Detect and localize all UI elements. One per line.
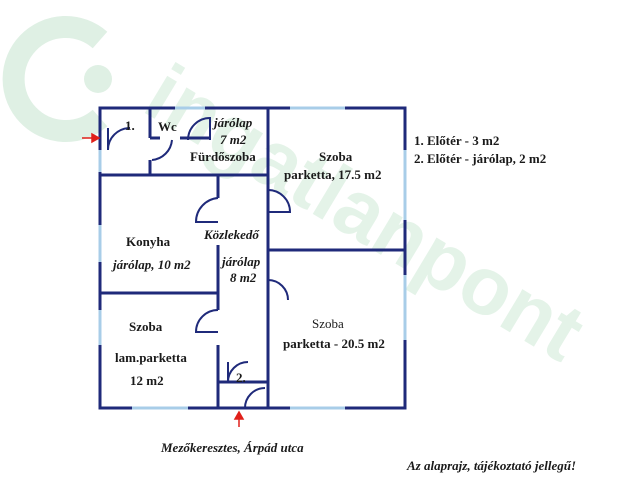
door-kitchen <box>194 197 219 223</box>
watermark-dot-icon <box>84 65 112 93</box>
legend-item-2: 2. Előtér - járólap, 2 m2 <box>414 151 547 166</box>
door-wc <box>151 139 173 161</box>
doors <box>107 116 292 409</box>
room-szoba3-area: 12 m2 <box>130 373 164 388</box>
room-furdo-area: 7 m2 <box>220 132 247 147</box>
door-room3 <box>194 309 219 333</box>
room-szoba3-floor: lam.parketta <box>115 350 187 365</box>
room-konyha-floor: járólap, 10 m2 <box>113 257 191 272</box>
room-szoba1-floor: parketta, 17.5 m2 <box>284 167 382 182</box>
room-eloter1-label: 1. <box>125 118 135 133</box>
inner-walls <box>100 108 405 408</box>
room-eloter2-label: 2. <box>236 370 246 385</box>
door-room1 <box>267 189 292 213</box>
room-kozl-floor2: 8 m2 <box>230 270 257 285</box>
door-bath <box>187 116 211 141</box>
room-szoba2-floor: parketta - 20.5 m2 <box>283 336 385 351</box>
room-konyha-name: Konyha <box>126 234 171 249</box>
windows <box>98 106 407 410</box>
door-room2 <box>267 279 289 301</box>
watermark-logo-icon <box>2 16 108 142</box>
room-kozl-name: Közlekedő <box>204 227 259 242</box>
disclaimer-label: Az alaprajz, tájékoztató jellegű! <box>407 458 577 473</box>
door-entrance-2 <box>227 361 266 409</box>
room-kozl-floor1: járólap <box>222 254 261 269</box>
entrance-arrows <box>82 132 245 427</box>
arrow-up-icon <box>233 410 245 420</box>
room-furdo-floor: járólap <box>214 115 253 130</box>
room-szoba1-name: Szoba <box>319 149 353 164</box>
room-furdo-name: Fürdőszoba <box>190 149 256 164</box>
room-wc-label: Wc <box>158 119 177 134</box>
door-entrance-1 <box>107 127 131 151</box>
legend-item-1: 1. Előtér - 3 m2 <box>414 133 500 148</box>
address-label: Mezőkeresztes, Árpád utca <box>161 440 304 455</box>
room-szoba3-name: Szoba <box>129 319 163 334</box>
room-szoba2-name: Szoba <box>312 316 344 331</box>
arrow-right-icon <box>91 132 101 144</box>
